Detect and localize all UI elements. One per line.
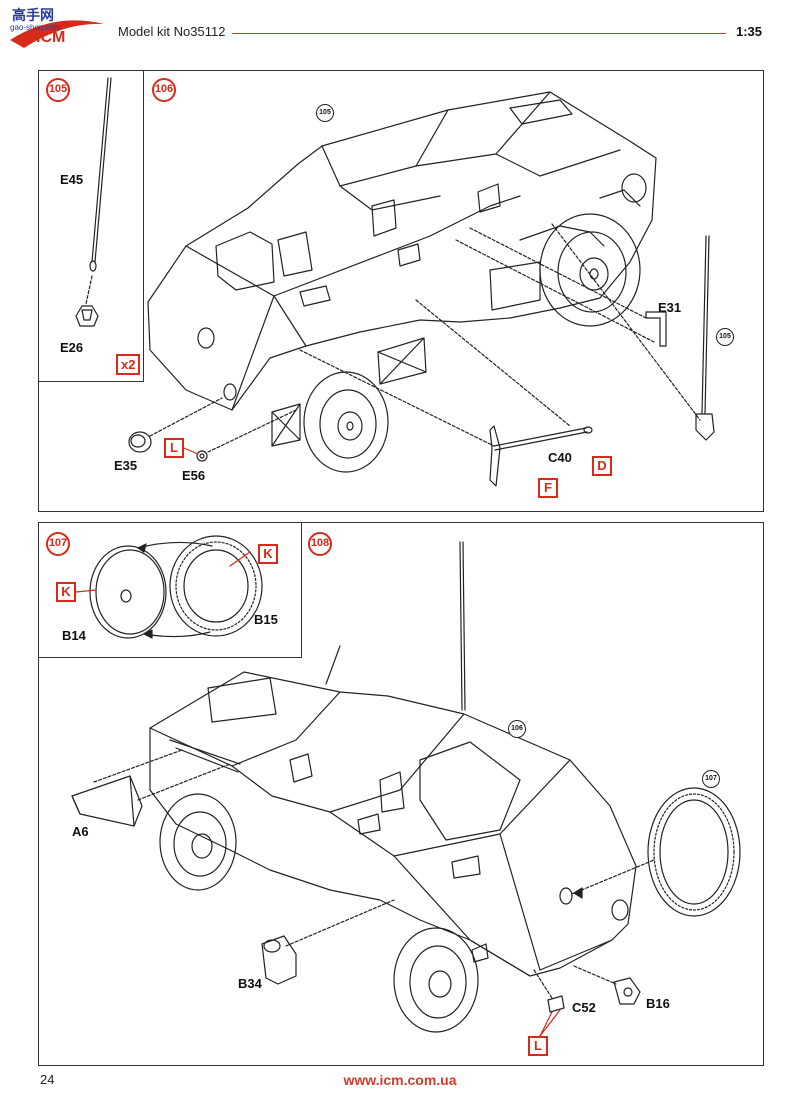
icm-logo-mark: ICM 高手网 gao-shou.com <box>10 7 104 48</box>
label-e45: E45 <box>60 172 84 187</box>
part-b16-drawing <box>613 977 641 1005</box>
leader-c52 <box>533 969 553 999</box>
ref-106: 106 <box>508 720 526 738</box>
leader-e31-a <box>469 227 647 319</box>
leader-a6-a <box>93 749 183 783</box>
vehicle-106-drawing <box>147 91 657 411</box>
wheel-front-106 <box>303 371 389 473</box>
page-number: 24 <box>40 1072 55 1087</box>
label-c40: C40 <box>548 450 572 465</box>
stowage-bracket-106 <box>271 337 427 447</box>
part-e56-drawing <box>196 450 208 462</box>
leader-antenna <box>551 223 701 421</box>
label-e35: E35 <box>114 458 138 473</box>
pickaxe-c40-drawing <box>489 425 593 487</box>
leader-l-top <box>183 447 199 455</box>
leader-c40-a <box>299 349 495 447</box>
leader-k-right <box>229 551 251 567</box>
logo-text: ICM <box>36 29 65 46</box>
leader-e35 <box>149 397 223 437</box>
base-e26-drawing <box>75 305 99 327</box>
label-e56: E56 <box>182 468 206 483</box>
leader-e56 <box>207 409 297 453</box>
leader-e45 <box>85 275 93 305</box>
ref-105-top: 105 <box>316 104 334 122</box>
leader-a6-b <box>137 763 231 801</box>
leader-c40-b <box>415 299 571 427</box>
ref-105-right: 105 <box>716 328 734 346</box>
part-b34-drawing <box>261 935 297 985</box>
watermark-url: gao-shou.com <box>10 23 61 32</box>
callout-x2: x2 <box>116 354 141 375</box>
step-105-inset <box>38 70 144 382</box>
antenna-105-right <box>695 235 715 441</box>
vehicle-108-drawing <box>149 671 637 977</box>
label-b34: B34 <box>238 976 262 991</box>
leader-spare <box>571 859 655 895</box>
header-rule <box>232 33 726 34</box>
icm-logo: ICM 高手网 gao-shou.com <box>4 4 108 56</box>
callout-f: F <box>538 478 558 498</box>
antenna-e45-drawing <box>89 77 112 272</box>
watermark-text: 高手网 <box>12 7 54 24</box>
callout-l-bottom: L <box>528 1036 548 1056</box>
label-a6: A6 <box>72 824 89 839</box>
callout-k-left: K <box>56 582 76 602</box>
wheel-rear-106 <box>539 213 641 327</box>
ref-107: 107 <box>702 770 720 788</box>
label-e26: E26 <box>60 340 84 355</box>
leader-e31-b <box>455 239 655 343</box>
step-105-badge: 105 <box>46 78 70 102</box>
label-e31: E31 <box>658 300 682 315</box>
part-e31-drawing <box>645 311 667 347</box>
leader-b34 <box>285 899 395 947</box>
scale-label: 1:35 <box>736 24 763 39</box>
part-c52-drawing <box>547 995 565 1013</box>
label-b16: B16 <box>646 996 670 1011</box>
leader-b16 <box>573 965 617 985</box>
step-106-badge: 106 <box>152 78 176 102</box>
step-108-badge: 108 <box>308 532 332 556</box>
top-panel <box>38 70 764 512</box>
callout-k-right: K <box>258 544 278 564</box>
label-b15: B15 <box>254 612 278 627</box>
wheel-front-108 <box>159 793 237 891</box>
part-b15-drawing <box>169 535 263 637</box>
arrowhead-spare <box>573 887 583 899</box>
part-e35-drawing <box>128 431 152 453</box>
arrowhead-107-top <box>137 543 147 553</box>
callout-l-top: L <box>164 438 184 458</box>
spare-wheel-107-ref <box>647 787 741 917</box>
website-link[interactable]: www.icm.com.ua <box>343 1072 457 1088</box>
wheel-rear-108 <box>393 927 479 1033</box>
antenna-mast-108 <box>325 541 466 711</box>
label-c52: C52 <box>572 1000 596 1015</box>
part-b14-drawing <box>89 545 167 639</box>
callout-d: D <box>592 456 612 476</box>
label-b14: B14 <box>62 628 86 643</box>
leader-k-left <box>75 589 97 593</box>
part-a6-drawing <box>71 775 143 827</box>
leader-l-bottom-b <box>539 1009 561 1037</box>
leader-l-bottom-a <box>539 1011 553 1037</box>
arrowhead-107-bottom <box>143 629 153 639</box>
kit-title: Model kit No35112 <box>118 24 226 39</box>
step-107-badge: 107 <box>46 532 70 556</box>
